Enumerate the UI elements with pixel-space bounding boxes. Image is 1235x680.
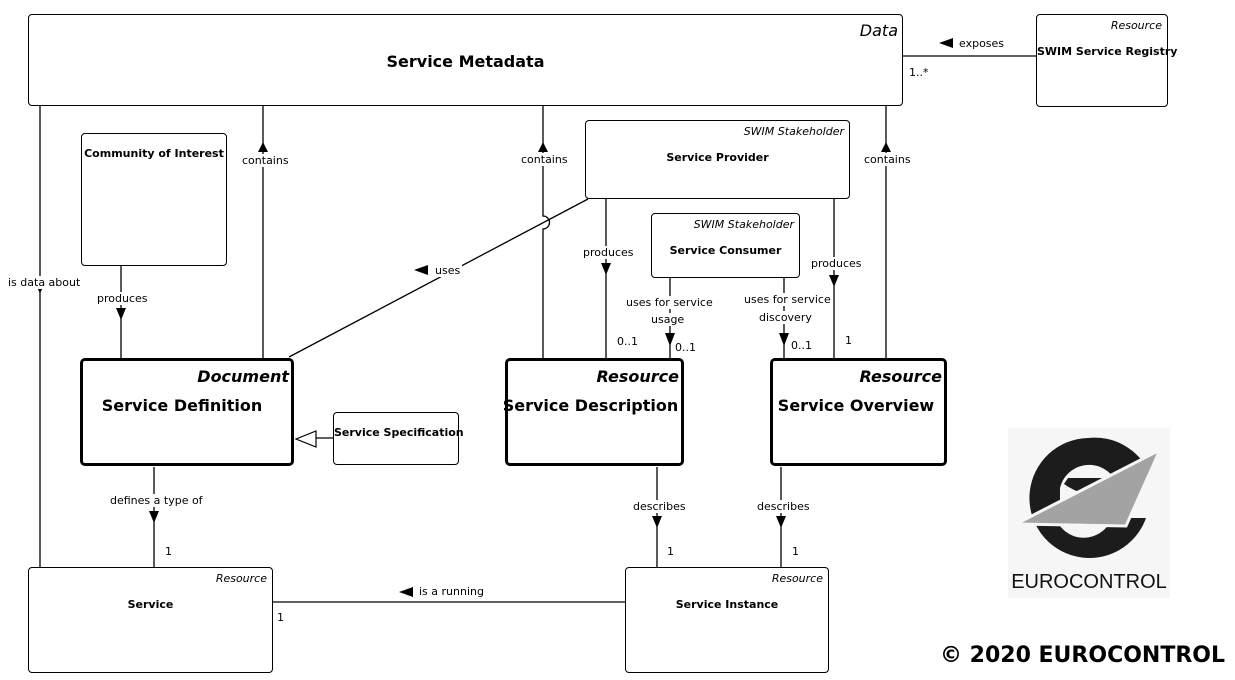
label-uses: uses [433,264,463,277]
arrow-contains-definition [258,142,268,152]
label-provider-produces-description: produces [583,246,634,259]
arrow-provider-produces-overview [829,275,839,287]
arrow-contains-description [538,142,548,152]
arrow-describes-description [652,516,662,528]
box-service-consumer[interactable]: SWIM Stakeholder Service Consumer [651,213,800,278]
generalization-arrowhead [294,430,317,448]
multiplicity-exposes: 1..* [909,66,929,79]
eurocontrol-emblem-icon [1015,437,1164,558]
label-contains-description: contains [521,153,568,166]
box-title: Service Definition [101,396,263,415]
logo-wordmark: EUROCONTROL [1011,571,1167,593]
box-title: Community of Interest [84,147,224,160]
box-title: Service Metadata [386,52,545,71]
box-service-provider[interactable]: SWIM Stakeholder Service Provider [585,120,850,199]
label-is-a-running: is a running [419,585,484,598]
box-swim-service-registry[interactable]: Resource SWIM Service Registry [1036,14,1178,107]
label-coi-produces: produces [97,292,148,305]
box-service-definition[interactable]: Document Service Definition [80,358,294,466]
arrow-contains-overview [881,142,891,152]
arrow-uses [414,265,428,275]
stereotype-label: Resource [215,572,267,585]
multiplicity-uses-for-discovery: 0..1 [791,339,812,352]
box-title: Service [127,598,174,611]
stereotype-label: Document [197,367,289,386]
stereotype-label: Resource [859,367,942,386]
box-title: Service Provider [666,151,769,164]
stereotype-label: Resource [596,367,679,386]
box-service-specification[interactable]: Service Specification [333,412,464,465]
box-service[interactable]: Resource Service [28,567,273,673]
multiplicity-is-a-running: 1 [277,611,284,624]
stereotype-label: Data [859,21,898,40]
box-service-instance[interactable]: Resource Service Instance [625,567,829,673]
arrow-uses-for-usage [665,333,675,346]
connector-contains-description [542,105,551,359]
connector-uses [288,198,589,358]
label-exposes: exposes [959,37,1005,50]
arrow-exposes [939,38,953,48]
label-defines-type-of: defines a type of [110,494,203,507]
multiplicity-describes-overview: 1 [792,545,799,558]
multiplicity-describes-description: 1 [667,545,674,558]
box-service-overview[interactable]: Resource Service Overview [770,358,947,466]
arrow-provider-produces-description [601,263,611,275]
box-title: Service Consumer [669,244,782,257]
arrow-describes-overview [776,516,786,528]
box-title: Service Description [502,396,679,415]
label-uses-for-usage-line2: usage [651,313,685,326]
arrow-coi-produces [116,308,126,320]
box-service-metadata[interactable]: Data Service Metadata [28,14,903,106]
multiplicity-defines-type-of: 1 [165,545,172,558]
stereotype-label: SWIM Stakeholder [693,218,794,231]
arrow-defines-type-of [149,511,159,523]
label-describes-description: describes [633,500,686,513]
stereotype-label: Resource [771,572,823,585]
multiplicity-uses-for-usage: 0..1 [675,341,696,354]
label-contains-overview: contains [864,153,911,166]
box-community-of-interest[interactable]: Community of Interest [81,133,227,266]
arrow-is-a-running [399,587,413,597]
label-uses-for-discovery-line1: uses for service [744,293,831,306]
label-is-data-about: is data about [8,276,81,289]
box-title: SWIM Service Registry [1037,45,1178,58]
box-title: Service Overview [777,396,935,415]
label-provider-produces-overview: produces [811,257,862,270]
label-contains-definition: contains [242,154,289,167]
box-service-description[interactable]: Resource Service Description [503,358,684,466]
multiplicity-provider-produces-description: 0..1 [617,335,638,348]
stereotype-label: Resource [1110,19,1162,32]
box-title: Service Instance [675,598,779,611]
arrow-uses-for-discovery [779,333,789,346]
label-describes-overview: describes [757,500,810,513]
label-uses-for-discovery-line2: discovery [759,311,812,324]
copyright-notice: © 2020 EUROCONTROL [939,643,1225,668]
multiplicity-provider-produces-overview: 1 [845,334,852,347]
box-title: Service Specification [334,426,464,439]
label-uses-for-usage-line1: uses for service [626,296,713,309]
eurocontrol-logo: EUROCONTROL [1008,428,1170,598]
stereotype-label: SWIM Stakeholder [743,125,844,138]
